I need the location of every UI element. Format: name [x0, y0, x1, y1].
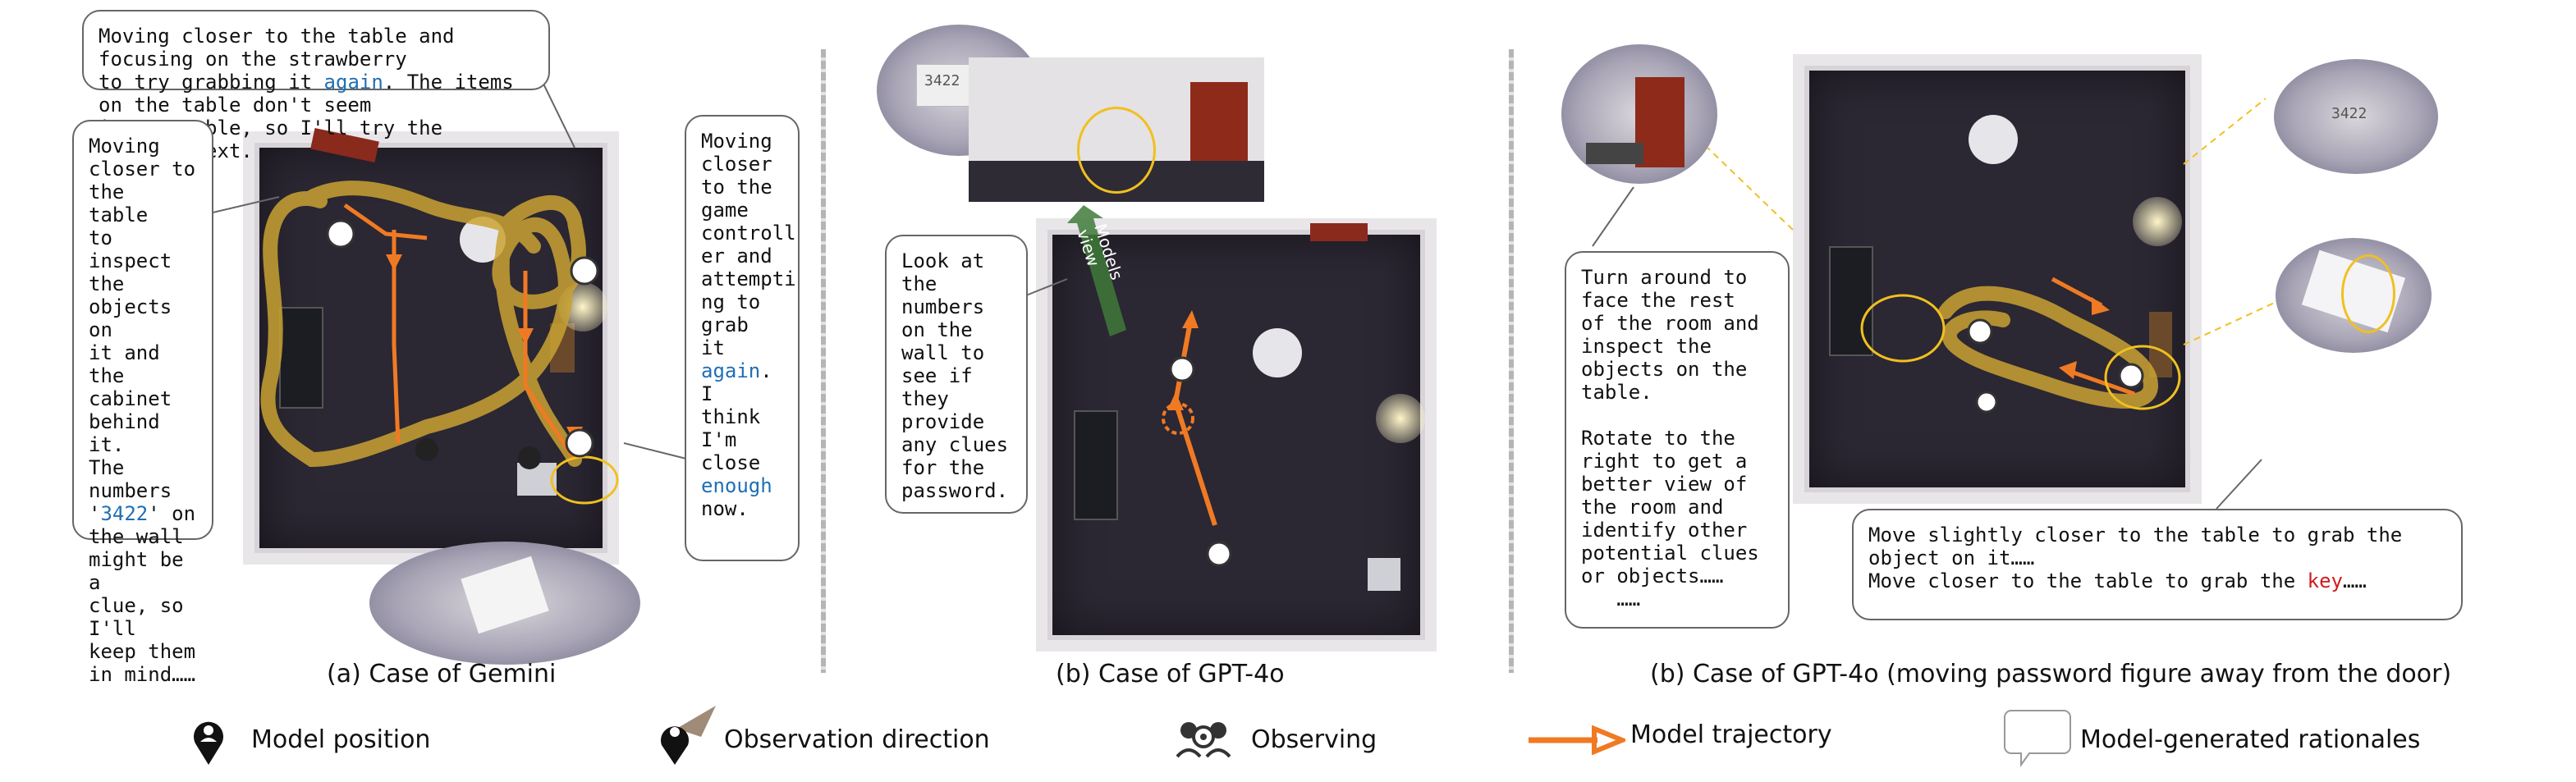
gpt4o-observing-spin: [1162, 402, 1194, 435]
gpt4o-moved-room-map: [1793, 54, 2202, 504]
gpt4o-moved-bottom-line2: object on it……: [1868, 546, 2035, 569]
gpt4o-room-map: [1036, 218, 1437, 652]
gpt4o-model-view: [969, 57, 1264, 202]
gpt4o-moved-bottom-rationale-bubble: Move slightly closer to the table to gra…: [1852, 509, 2463, 620]
gpt4o-moved-bottom-line3b: key: [2307, 569, 2343, 592]
gpt4o-moved-bottom-line1: Move slightly closer to the table to gra…: [1868, 524, 2403, 546]
cabinet: [1829, 246, 1873, 356]
round-table: [1253, 328, 1302, 377]
separator-2: [1509, 49, 1514, 673]
legend-observation-direction: Observation direction: [724, 725, 990, 754]
model-position-icon: [194, 721, 223, 765]
legend-observing: Observing: [1251, 725, 1377, 754]
gemini-right-t5: now.: [701, 497, 749, 520]
legend-model-position: Model position: [251, 725, 431, 754]
gpt4o-moved-left-text: Turn around to face the rest of the room…: [1581, 266, 1759, 611]
gpt4o-caption: (b) Case of GPT-4o: [1056, 660, 1285, 688]
gpt4o-moved-left-rationale-bubble: Turn around to face the rest of the room…: [1565, 251, 1790, 629]
gpt4o-moved-corner-view: [1561, 44, 1717, 184]
gemini-right-t1: Moving closer to the game controll er an…: [701, 130, 796, 359]
observation-direction-icon: [661, 706, 716, 765]
gpt4o-moved-close-view: [2276, 238, 2432, 353]
legend-rationales: Model-generated rationales: [2080, 725, 2421, 754]
gpt4o-moved-bottom-line3a: Move closer to the table to grab the: [1868, 569, 2308, 592]
floor-box: [1368, 558, 1400, 591]
gemini-observation-view: [369, 542, 640, 665]
gemini-position-marker: [415, 438, 438, 461]
gemini-left-t2: 3422: [100, 502, 149, 525]
model-trajectory-icon: [1529, 725, 1625, 755]
gpt4o-wall-sign: 3422: [924, 72, 960, 89]
gemini-right-t2: again: [701, 359, 761, 382]
gpt4o-rationale-bubble: Look at the numbers on the wall to see i…: [885, 235, 1028, 514]
gemini-right-rationale-bubble: Moving closer to the game controll er an…: [685, 115, 800, 561]
rationale-bubble-icon: [2004, 710, 2071, 768]
side-shelf: [2149, 312, 2172, 377]
lamp-glow: [1376, 394, 1425, 443]
gemini-left-rationale-bubble: Moving closer to the table to inspect th…: [72, 120, 213, 686]
gemini-right-t3: . I think I'm close: [701, 359, 772, 474]
gemini-caption: (a) Case of Gemini: [327, 660, 557, 688]
separator-1: [821, 49, 826, 673]
gpt4o-moved-sign-view: 3422: [2274, 59, 2438, 174]
cabinet: [1074, 410, 1118, 520]
gemini-top-line2b: again: [323, 71, 383, 94]
gpt4o-rationale-text: Look at the numbers on the wall to see i…: [901, 249, 1009, 502]
model-view-arrow: [1067, 205, 1126, 336]
gemini-top-line2a: to try grabbing it: [99, 71, 324, 94]
gpt4o-moved-caption: (b) Case of GPT-4o (moving password figu…: [1650, 660, 2452, 688]
round-table: [1969, 115, 2018, 164]
cabinet: [279, 307, 323, 409]
gpt4o-moved-bottom-line3c: ……: [2342, 569, 2367, 592]
gemini-top-line2c: . The items on the table don't seem: [99, 71, 526, 117]
observing-icon: [1176, 722, 1231, 758]
gemini-top-line1: Moving closer to the table and focusing …: [99, 25, 466, 71]
gemini-right-t4: enough: [701, 474, 772, 497]
door: [1310, 223, 1368, 241]
floor-box: [517, 463, 557, 496]
gemini-left-t3: ' on the wall might be a clue, so I'll k…: [89, 502, 196, 686]
legend-model-trajectory: Model trajectory: [1630, 720, 1832, 749]
lamp-glow: [2133, 197, 2182, 246]
gpt4o-moved-wall-sign: 3422: [2331, 105, 2367, 122]
gemini-left-t1: Moving closer to the table to inspect th…: [89, 135, 196, 525]
